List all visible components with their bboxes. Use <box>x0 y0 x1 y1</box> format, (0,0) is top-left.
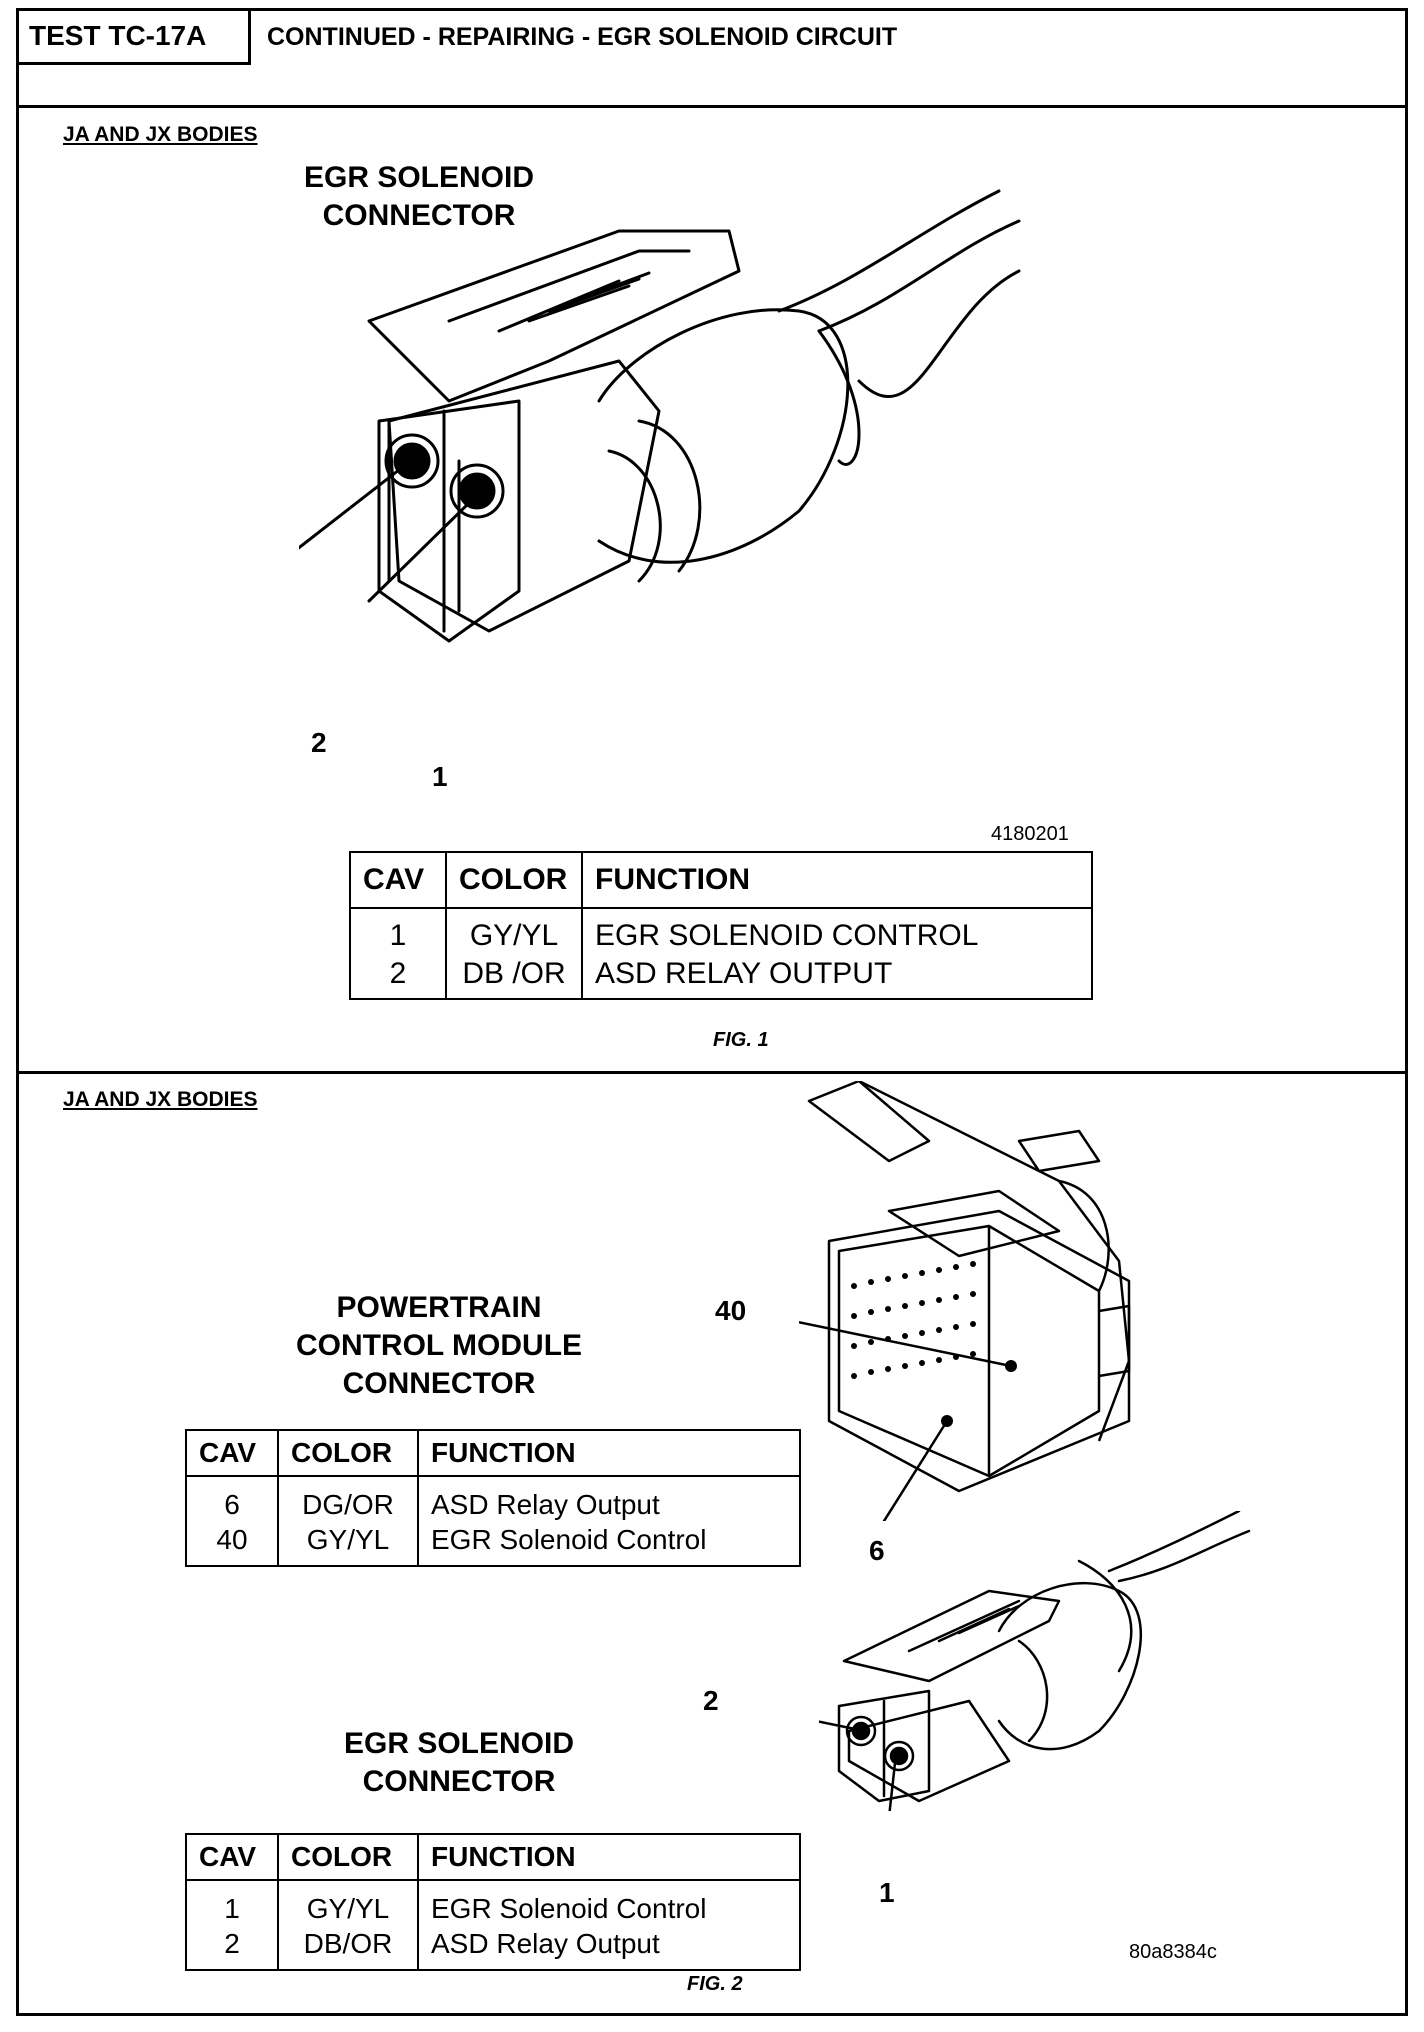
fig2-egr-wiring-table: CAV COLOR FUNCTION 1 GY/YL EGR Solenoid … <box>185 1833 801 1971</box>
pcm-title-line1: POWERTRAIN <box>336 1291 542 1324</box>
fig1-caption: FIG. 1 <box>713 1029 769 1051</box>
color-cell: GY/YL <box>445 908 582 955</box>
color-cell: DB/OR <box>277 1926 418 1970</box>
section-divider <box>19 1071 1405 1074</box>
table-row: 40 GY/YL EGR Solenoid Control <box>186 1522 800 1566</box>
col-cav-header: CAV <box>350 852 446 909</box>
fig1-callout-1: 1 <box>432 761 448 792</box>
col-function-header: FUNCTION <box>581 852 1092 909</box>
egr-connector-illustration-large <box>299 189 1021 643</box>
col-function-header: FUNCTION <box>417 1430 800 1477</box>
fig2-image-code: 80a8384c <box>1129 1941 1217 1963</box>
function-cell: ASD RELAY OUTPUT <box>581 954 1092 999</box>
page-header: TEST TC-17A CONTINUED - REPAIRING - EGR … <box>19 11 1405 108</box>
pcm-title-line3: CONNECTOR <box>342 1367 536 1400</box>
function-cell: EGR Solenoid Control <box>417 1522 800 1566</box>
fig2-egr-title-line1: EGR SOLENOID <box>343 1727 575 1760</box>
cav-cell: 6 <box>224 1489 240 1520</box>
egr-callout-1: 1 <box>879 1877 895 1908</box>
col-color-header: COLOR <box>277 1430 418 1477</box>
col-color-header: COLOR <box>445 852 582 909</box>
pcm-wiring-table: CAV COLOR FUNCTION 6 DG/OR ASD Relay Out… <box>185 1429 801 1567</box>
egr-callout-2: 2 <box>703 1685 719 1716</box>
fig1-section-label: JA AND JX BODIES <box>63 123 258 146</box>
color-cell: DG/OR <box>277 1476 418 1522</box>
pcm-title-line2: CONTROL MODULE <box>295 1329 583 1362</box>
fig1-wiring-table: CAV COLOR FUNCTION 1 GY/YL EGR SOLENOID … <box>349 851 1093 1000</box>
pcm-callout-6: 6 <box>869 1535 885 1566</box>
table-header-row: CAV COLOR FUNCTION <box>186 1430 800 1477</box>
color-cell: GY/YL <box>277 1880 418 1926</box>
fig1-image-code: 4180201 <box>991 823 1069 845</box>
function-cell: EGR SOLENOID CONTROL <box>581 908 1092 955</box>
page-frame: TEST TC-17A CONTINUED - REPAIRING - EGR … <box>16 8 1408 2016</box>
function-cell: ASD Relay Output <box>417 1926 800 1970</box>
color-cell: GY/YL <box>277 1522 418 1566</box>
fig1-connector-title-line1: EGR SOLENOID <box>303 161 535 194</box>
col-function-header: FUNCTION <box>417 1834 800 1881</box>
function-cell: EGR Solenoid Control <box>417 1880 800 1926</box>
table-row: 2 DB /OR ASD RELAY OUTPUT <box>350 954 1092 999</box>
table-row: 6 DG/OR ASD Relay Output <box>186 1476 800 1522</box>
table-row: 2 DB/OR ASD Relay Output <box>186 1926 800 1970</box>
table-row: 1 GY/YL EGR Solenoid Control <box>186 1880 800 1926</box>
pcm-connector-illustration <box>799 1081 1131 1521</box>
function-cell: ASD Relay Output <box>417 1476 800 1522</box>
fig2-egr-title-line2: CONNECTOR <box>362 1765 556 1798</box>
cav-cell: 40 <box>216 1524 248 1555</box>
test-id: TEST TC-17A <box>19 11 251 65</box>
table-row: 1 GY/YL EGR SOLENOID CONTROL <box>350 908 1092 955</box>
table-header-row: CAV COLOR FUNCTION <box>186 1834 800 1881</box>
cav-cell: 2 <box>389 956 407 990</box>
cav-cell: 2 <box>224 1928 240 1959</box>
table-header-row: CAV COLOR FUNCTION <box>350 852 1092 909</box>
fig2-egr-connector-title: EGR SOLENOID CONNECTOR <box>289 1725 629 1801</box>
pcm-callout-40: 40 <box>715 1295 747 1326</box>
fig1-connector-title: EGR SOLENOID CONNECTOR <box>269 159 569 235</box>
pcm-connector-title: POWERTRAIN CONTROL MODULE CONNECTOR <box>269 1289 609 1403</box>
fig2-caption: FIG. 2 <box>687 1973 743 1995</box>
cav-cell: 1 <box>224 1893 240 1924</box>
fig2-section-label: JA AND JX BODIES <box>63 1088 258 1111</box>
cav-cell: 1 <box>389 919 407 952</box>
col-cav-header: CAV <box>186 1430 278 1477</box>
fig1-callout-2: 2 <box>311 727 327 758</box>
egr-connector-illustration-small <box>819 1511 1251 1811</box>
color-cell: DB /OR <box>445 954 582 999</box>
page-title: CONTINUED - REPAIRING - EGR SOLENOID CIR… <box>267 23 898 51</box>
col-cav-header: CAV <box>186 1834 278 1881</box>
col-color-header: COLOR <box>277 1834 418 1881</box>
fig1-connector-title-line2: CONNECTOR <box>322 199 516 232</box>
